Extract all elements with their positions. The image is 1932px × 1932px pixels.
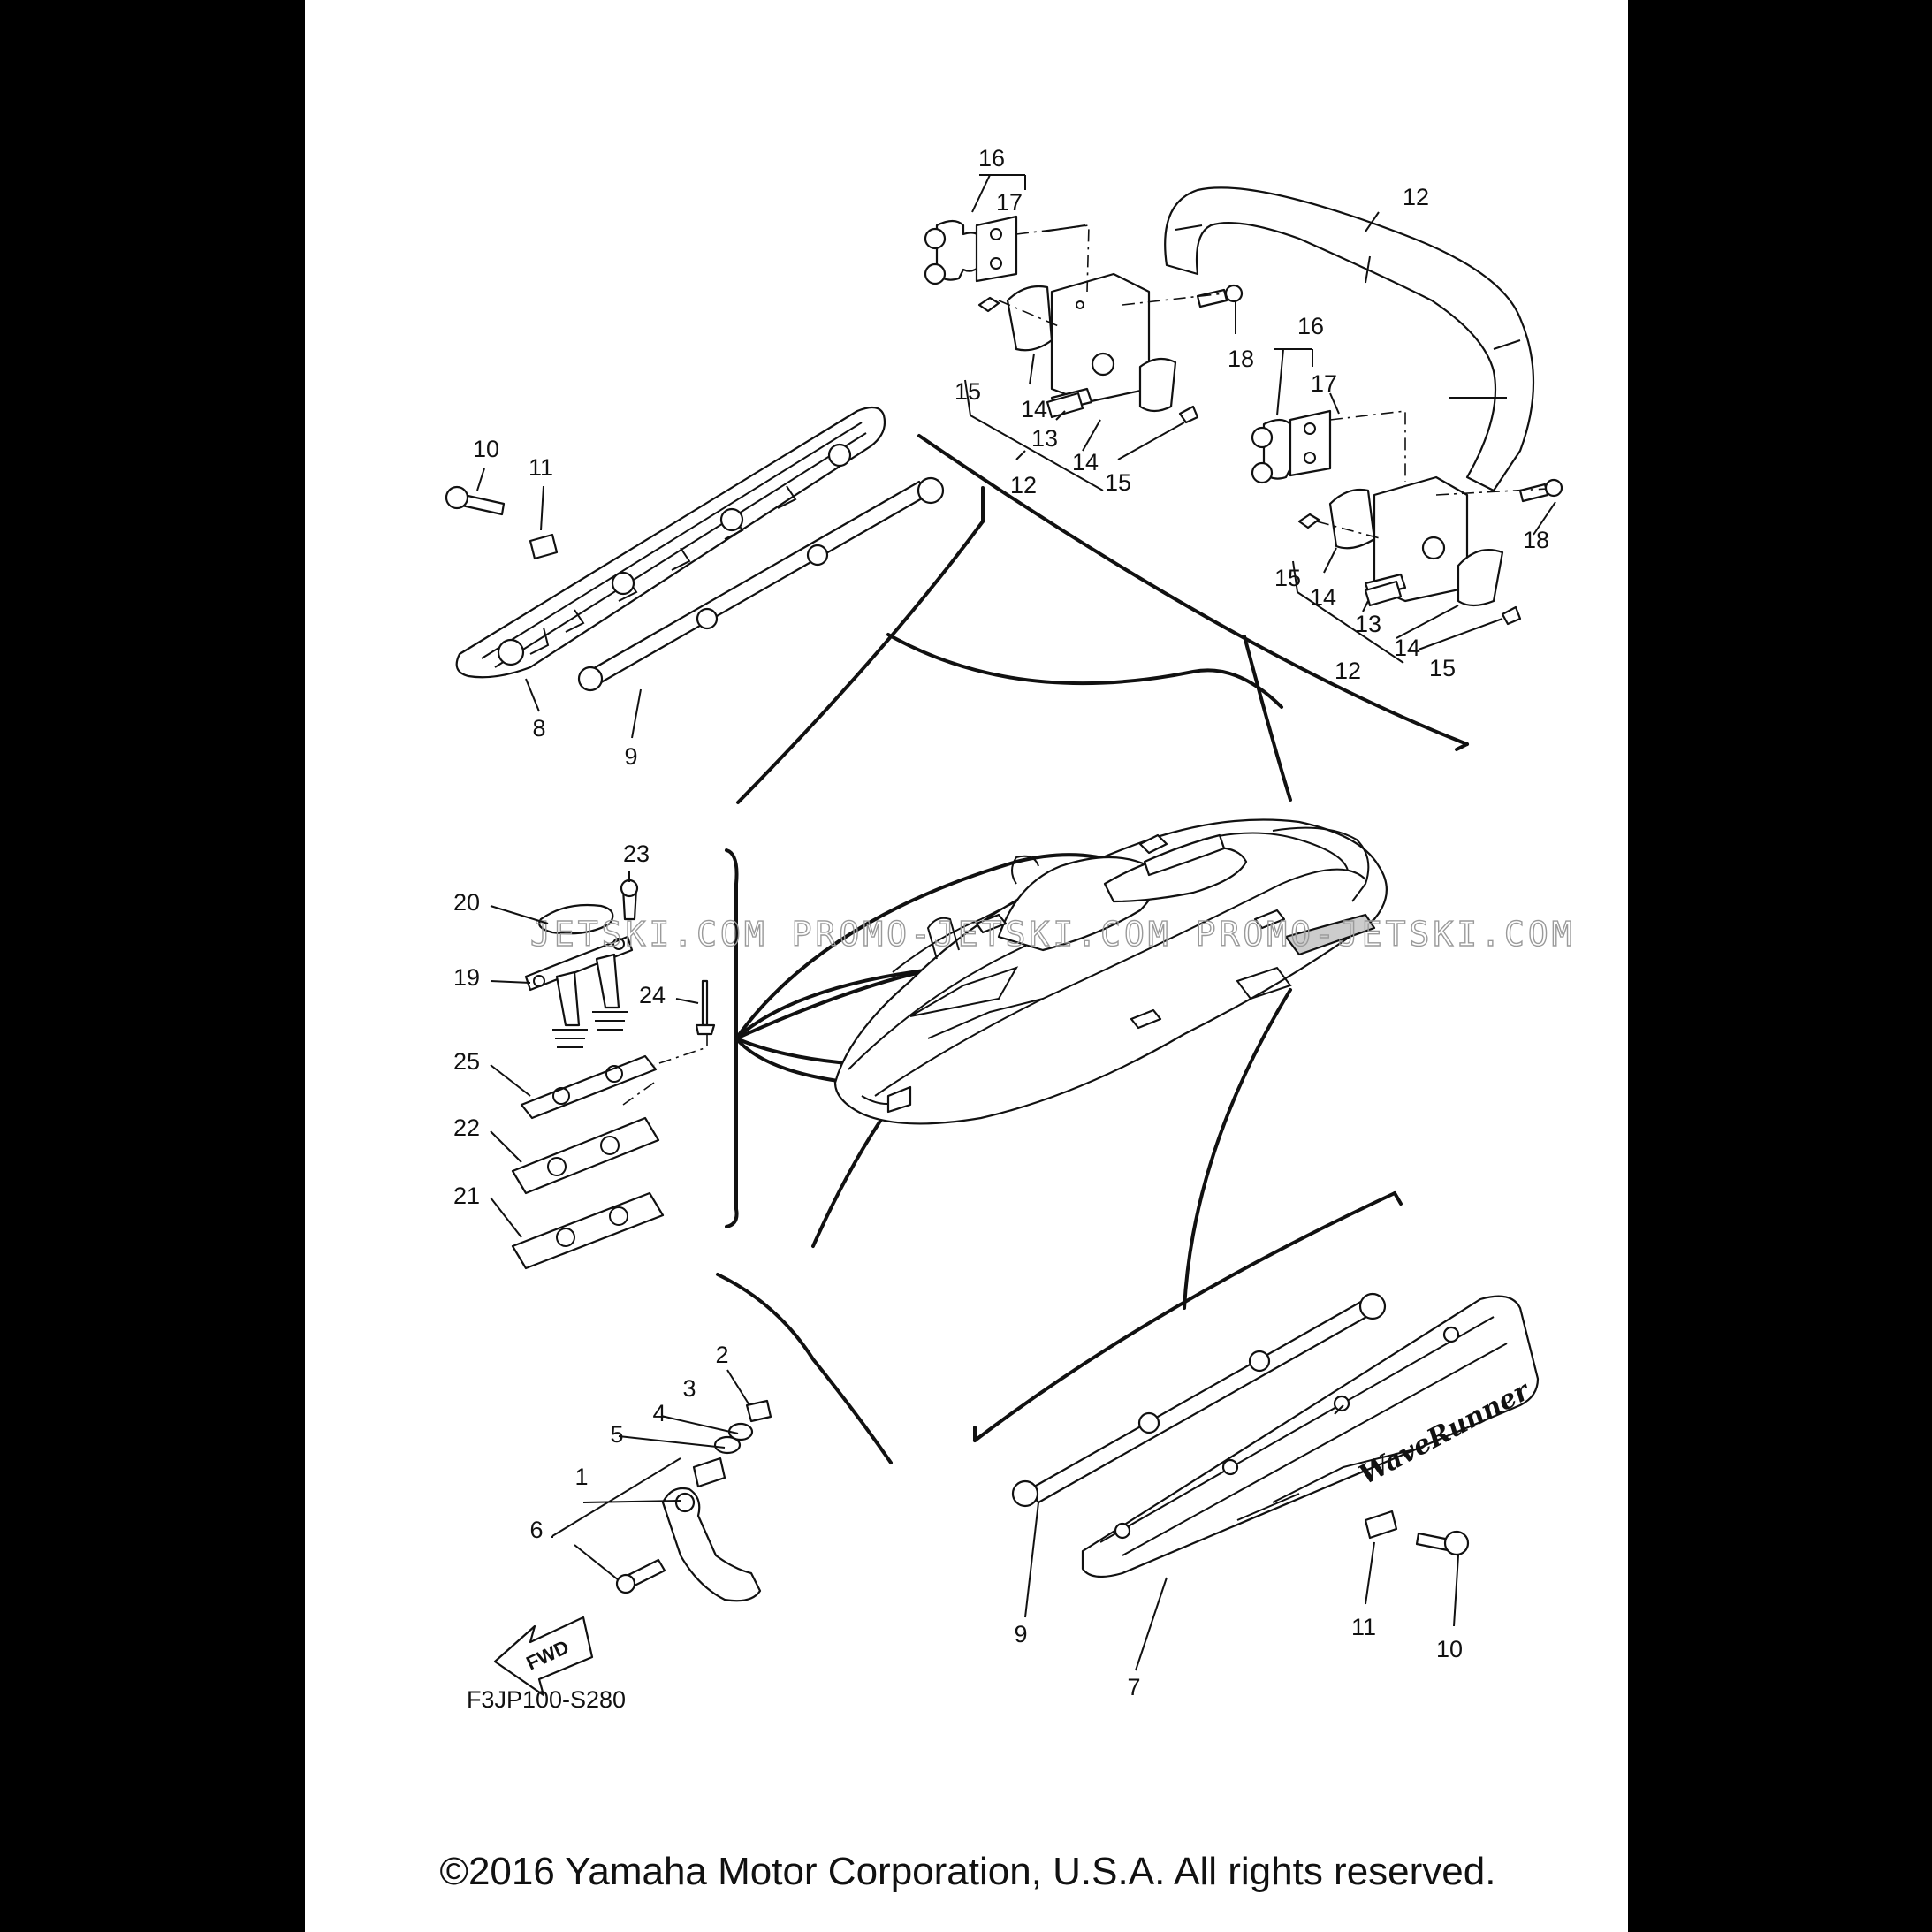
- callout-5: 5: [610, 1421, 623, 1448]
- callout-12c: 12: [1335, 658, 1361, 684]
- callout-13a: 13: [1031, 425, 1058, 452]
- callout-14a: 14: [1021, 396, 1047, 422]
- callout-15d: 15: [1429, 655, 1456, 681]
- grab-bar-assembly: [924, 186, 1563, 626]
- callout-6: 6: [529, 1517, 543, 1543]
- callout-1: 1: [574, 1464, 588, 1490]
- callout-16a: 16: [978, 145, 1005, 171]
- diagram-code: F3JP100-S280: [467, 1686, 626, 1713]
- copyright-notice: ©2016 Yamaha Motor Corporation, U.S.A. A…: [440, 1850, 1496, 1893]
- callout-3: 3: [682, 1375, 696, 1402]
- callout-labels: 16 17 12 18 15 14 13 14 12 15 16 17 18 1…: [453, 145, 1549, 1700]
- handle-rail-lower: WaveRunner: [1011, 1292, 1540, 1578]
- callout-22: 22: [453, 1114, 480, 1141]
- callout-16b: 16: [1297, 313, 1324, 339]
- callout-14d: 14: [1394, 635, 1420, 661]
- callout-17b: 17: [1311, 370, 1337, 397]
- watercraft-illustration: [833, 818, 1388, 1125]
- cleat-assembly: [511, 879, 716, 1270]
- group-bracket-lines: [716, 434, 1469, 1464]
- callout-14b: 14: [1072, 449, 1099, 475]
- callout-12a: 12: [1403, 184, 1429, 210]
- callout-11b: 11: [1351, 1614, 1376, 1640]
- callout-9b: 9: [1014, 1621, 1027, 1647]
- callout-15b: 15: [1105, 469, 1131, 496]
- callout-18b: 18: [1523, 527, 1549, 553]
- callout-4: 4: [652, 1400, 666, 1426]
- callout-9a: 9: [624, 743, 637, 770]
- callout-8: 8: [532, 715, 545, 742]
- callout-17a: 17: [996, 189, 1023, 216]
- callout-13b: 13: [1355, 611, 1381, 637]
- callout-18a: 18: [1228, 346, 1254, 372]
- leader-lines: [476, 174, 1556, 1671]
- callout-25: 25: [453, 1048, 480, 1075]
- callout-24: 24: [639, 982, 666, 1008]
- callout-23: 23: [623, 840, 650, 867]
- callout-19: 19: [453, 964, 480, 991]
- callout-7: 7: [1127, 1674, 1140, 1700]
- callout-12b: 12: [1010, 472, 1037, 498]
- callout-20: 20: [453, 889, 480, 916]
- callout-11a: 11: [529, 454, 553, 481]
- forward-direction-arrow: FWD: [493, 1616, 594, 1697]
- callout-10a: 10: [473, 436, 499, 462]
- callout-15c: 15: [1274, 565, 1301, 591]
- watermark-text: JETSKI.COM PROMO-JETSKI.COM PROMO-JETSKI…: [530, 915, 1576, 954]
- callout-21: 21: [453, 1183, 480, 1209]
- callout-10b: 10: [1436, 1636, 1463, 1662]
- callout-15a: 15: [955, 378, 981, 405]
- callout-14c: 14: [1310, 584, 1336, 611]
- handle-rail-upper: [445, 406, 945, 692]
- callout-2: 2: [715, 1342, 728, 1368]
